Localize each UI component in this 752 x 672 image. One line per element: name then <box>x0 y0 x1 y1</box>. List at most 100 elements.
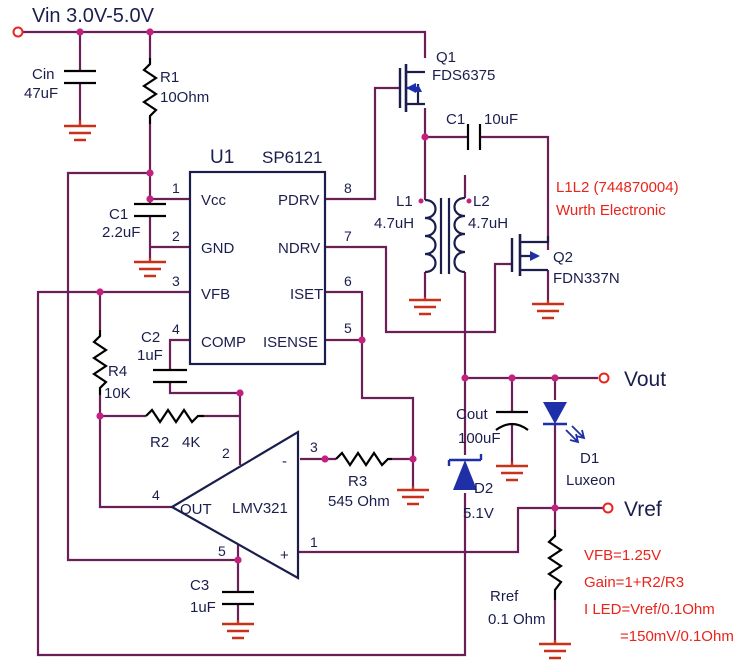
opamp-out-label: OUT <box>180 501 212 518</box>
junction-dot <box>146 169 154 177</box>
l2-ref: L2 <box>473 193 490 210</box>
q2-nmos-transistor <box>510 234 550 276</box>
u1-pin-pdrv: PDRV <box>278 192 319 209</box>
q1-part: FDS6375 <box>432 67 495 84</box>
note-iled: I LED=Vref/0.1Ohm <box>584 601 715 618</box>
opamp-pin-number: 5 <box>218 543 226 559</box>
cout-ref: Cout <box>456 406 489 423</box>
u1-pin-number: 4 <box>172 321 180 337</box>
opamp-minus: - <box>282 453 287 470</box>
opamp-plus: + <box>280 547 289 564</box>
opamp-pin-number: 3 <box>310 439 318 455</box>
u1-pin-number: 6 <box>344 273 352 289</box>
junction-dot <box>421 133 429 141</box>
c1-ref: C1 <box>109 206 128 223</box>
r4-ref: R4 <box>108 363 127 380</box>
u1-pin-iset: ISET <box>290 286 323 303</box>
ground-icon <box>222 620 254 640</box>
note-gain: Gain=1+R2/R3 <box>584 574 684 591</box>
rref-ref: Rref <box>490 588 519 605</box>
u1-pin-number: 8 <box>344 180 352 196</box>
junction-dot <box>146 28 154 36</box>
cout-value: 100uF <box>458 430 501 447</box>
u1-pin-comp: COMP <box>201 334 246 351</box>
vref-terminal <box>602 502 614 514</box>
coupled-inductor <box>418 196 472 274</box>
r1-resistor <box>142 58 158 124</box>
cin-capacitor <box>64 69 96 85</box>
inductor-note-line1: L1L2 (744870004) <box>556 179 679 196</box>
junction-dot <box>146 195 154 203</box>
d2-zener-diode <box>447 454 483 490</box>
vout-terminal <box>598 372 610 384</box>
u1-pin-isense: ISENSE <box>263 334 318 351</box>
junction-dot <box>76 28 84 36</box>
junction-dot <box>236 389 244 397</box>
r2-ref: R2 <box>150 434 169 451</box>
capacitors <box>64 69 529 606</box>
u1-ic-body <box>188 170 327 366</box>
junction-dot <box>551 374 559 382</box>
q2-part: FDN337N <box>553 270 620 287</box>
opamp-pin-number: 4 <box>152 487 160 503</box>
junction-dot <box>551 504 559 512</box>
d2-value: 5.1V <box>463 505 494 522</box>
u1-pin-gnd: GND <box>201 240 235 257</box>
terminals <box>12 26 614 514</box>
vin-label: Vin 3.0V-5.0V <box>32 5 155 27</box>
note-vfb: VFB=1.25V <box>584 547 661 564</box>
u1-part: SP6121 <box>262 148 323 167</box>
l1-ref: L1 <box>396 193 413 210</box>
r4-value: 10K <box>104 385 131 402</box>
junction-dots <box>76 28 559 564</box>
r3-resistor <box>335 451 392 467</box>
r3-ref: R3 <box>348 473 367 490</box>
r3-value: 545 Ohm <box>328 493 390 510</box>
c2-ref: C2 <box>141 329 160 346</box>
u1-ref: U1 <box>210 147 234 168</box>
vin-terminal <box>12 26 24 38</box>
c3-value: 1uF <box>190 599 216 616</box>
l1-inductor <box>424 198 437 274</box>
ground-icon <box>134 258 166 278</box>
opamp-part: LMV321 <box>232 500 288 517</box>
u1-pin-ndrv: NDRV <box>278 240 320 257</box>
u1-pin-number: 7 <box>344 228 352 244</box>
u1-pin-number: 5 <box>344 320 352 336</box>
c1-10uf-capacitor <box>466 124 482 150</box>
u1-pin-number: 1 <box>172 180 180 196</box>
q1-pmos-transistor <box>398 64 425 112</box>
d1-led <box>543 402 586 444</box>
junction-dot <box>508 374 516 382</box>
c3-capacitor <box>222 590 254 606</box>
ground-icon <box>532 300 564 320</box>
inductor-note-line2: Wurth Electronic <box>556 202 666 219</box>
junction-dot <box>409 455 417 463</box>
ground-icon <box>409 297 441 316</box>
u1-pin-number: 3 <box>172 273 180 289</box>
l1-value: 4.7uH <box>374 215 414 232</box>
r2-resistor <box>145 408 204 424</box>
ground-icon <box>539 640 571 660</box>
junction-dot <box>321 455 329 463</box>
d1-ref: D1 <box>580 450 599 467</box>
d2-ref: D2 <box>474 480 493 497</box>
l2-inductor <box>453 196 466 274</box>
junction-dot <box>358 336 366 344</box>
r4-resistor <box>92 330 108 395</box>
l2-value: 4.7uH <box>468 215 508 232</box>
cin-ref: Cin <box>32 66 55 83</box>
c3-ref: C3 <box>190 577 209 594</box>
junction-dot <box>96 412 104 420</box>
junction-dot <box>234 556 242 564</box>
cout-capacitor <box>495 410 529 431</box>
c2-capacitor <box>153 368 187 384</box>
c1-value: 2.2uF <box>102 224 140 241</box>
note-iled-result: =150mV/0.1Ohm <box>620 628 734 645</box>
resistors <box>92 58 563 600</box>
grounds <box>64 120 571 660</box>
r1-value: 10Ohm <box>160 89 209 106</box>
r1-ref: R1 <box>160 69 179 86</box>
ground-icon <box>64 120 96 142</box>
rref-value: 0.1 Ohm <box>488 611 546 628</box>
